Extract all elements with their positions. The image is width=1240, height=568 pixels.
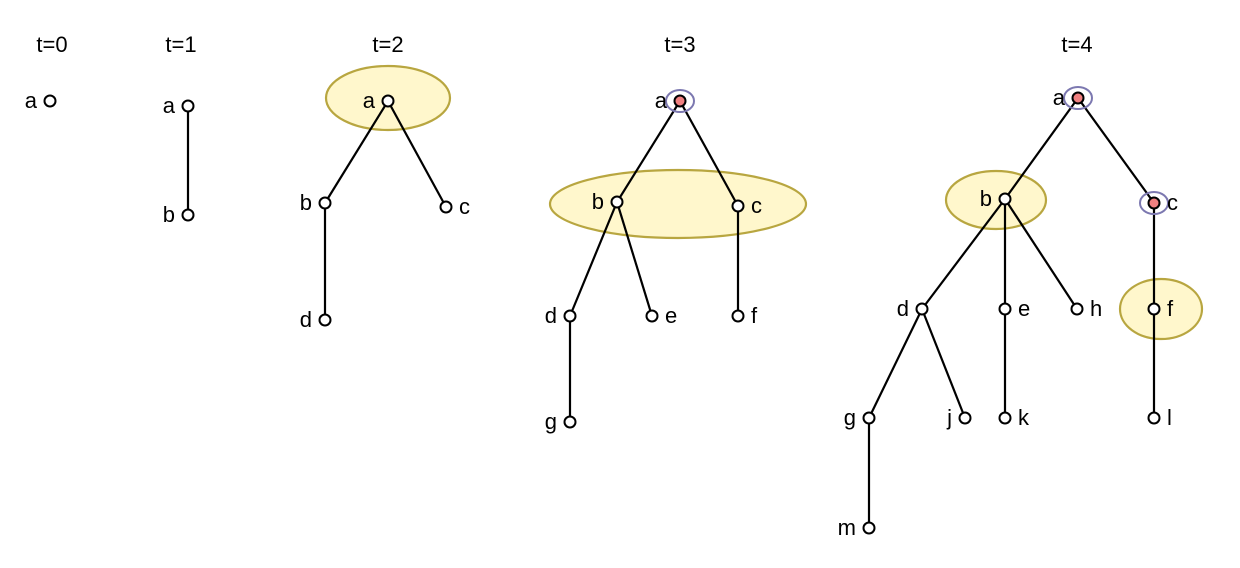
node-e (645, 309, 659, 323)
node-label-e: e (665, 303, 677, 328)
node-label-a: a (25, 88, 38, 113)
node-d (563, 309, 577, 323)
node-e (998, 302, 1012, 316)
node-a (181, 99, 195, 113)
marked-ring (1139, 191, 1169, 215)
node-label-g: g (844, 405, 856, 430)
node-g (862, 411, 876, 425)
node-label-a: a (363, 88, 376, 113)
node-b (181, 208, 195, 222)
node-c (731, 199, 745, 213)
edge-a-c (1077, 97, 1155, 204)
node-label-d: d (897, 296, 909, 321)
node-b (610, 195, 624, 209)
panel-t-4: t=4 a b c d e h f g j k l m (838, 32, 1204, 540)
edge-a-b (1004, 97, 1079, 200)
node-d (318, 313, 332, 327)
edge-b-d (568, 201, 619, 317)
step-title: t=2 (372, 32, 403, 57)
step-title: t=1 (165, 32, 196, 57)
step-title: t=3 (664, 32, 695, 57)
panel-t-2: t=2 a b c d (300, 32, 470, 332)
edge-d-j (920, 308, 967, 419)
node-label-m: m (838, 515, 856, 540)
edge-b-d (921, 198, 1006, 310)
node-g (563, 415, 577, 429)
node-b (998, 192, 1012, 206)
node-f (1147, 302, 1161, 316)
node-label-d: d (545, 303, 557, 328)
marked-ring (665, 89, 695, 113)
node-h (1070, 302, 1084, 316)
node-label-b: b (163, 202, 175, 227)
node-label-f: f (751, 303, 758, 328)
node-label-e: e (1018, 296, 1030, 321)
node-k (998, 411, 1012, 425)
node-b (318, 196, 332, 210)
panel-t-3: t=3 a b c d e f g (545, 32, 808, 434)
node-label-b: b (980, 186, 992, 211)
node-a (673, 94, 687, 108)
step-title: t=4 (1061, 32, 1092, 57)
node-f (731, 309, 745, 323)
node-label-g: g (545, 409, 557, 434)
marked-ring (1063, 86, 1093, 110)
highlight-region (944, 169, 1048, 231)
node-label-l: l (1167, 405, 1172, 430)
node-label-k: k (1018, 405, 1030, 430)
edge-a-b (616, 100, 681, 203)
node-d (915, 302, 929, 316)
node-label-a: a (1053, 85, 1066, 110)
node-a (43, 94, 57, 108)
panel-t-1: t=1 a b (163, 32, 197, 227)
node-j (958, 411, 972, 425)
edge-b-e (615, 201, 654, 317)
node-label-c: c (1167, 190, 1178, 215)
step-title: t=0 (36, 32, 67, 57)
edge-a-c (679, 100, 739, 207)
node-l (1147, 411, 1161, 425)
node-label-h: h (1090, 296, 1102, 321)
panel-t-0: t=0 a (25, 32, 68, 113)
node-label-d: d (300, 307, 312, 332)
node-c (1147, 196, 1161, 210)
node-label-f: f (1167, 296, 1174, 321)
node-a (381, 94, 395, 108)
node-label-b: b (300, 190, 312, 215)
node-m (862, 521, 876, 535)
node-label-a: a (655, 88, 668, 113)
node-c (439, 200, 453, 214)
edge-d-g (868, 308, 923, 419)
node-label-j: j (946, 405, 952, 430)
node-label-b: b (592, 189, 604, 214)
node-label-c: c (751, 193, 762, 218)
highlight-region (548, 168, 808, 240)
edge-b-h (1004, 198, 1078, 310)
node-label-c: c (459, 194, 470, 219)
edge-a-b (324, 100, 389, 204)
highlight-region (1118, 277, 1204, 341)
edge-a-c (387, 100, 447, 208)
node-a (1071, 91, 1085, 105)
node-label-a: a (163, 93, 176, 118)
